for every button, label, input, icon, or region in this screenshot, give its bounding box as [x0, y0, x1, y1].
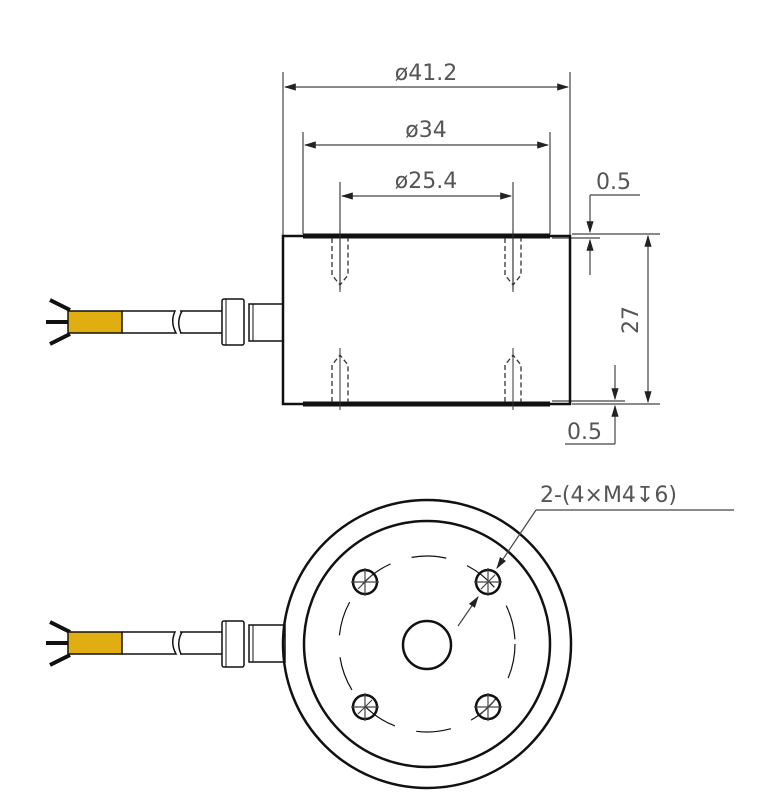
top-view: 2-(4×M4↧6) [46, 483, 734, 790]
dim-mid-diameter: ø34 [405, 118, 446, 143]
dim-bottom-gap: 0.5 [567, 420, 602, 445]
wire-ends-icon-2 [46, 620, 71, 667]
bolt-circle [338, 555, 516, 733]
sensor-body [281, 234, 572, 406]
cable-gland [248, 303, 284, 342]
callout-leader [496, 509, 537, 569]
dim-outer-diameter: ø41.2 [395, 61, 457, 86]
cable-nut [221, 298, 245, 346]
cable-nut-2 [221, 620, 245, 668]
hole-bl [351, 693, 379, 721]
cable-gland-2 [248, 624, 286, 663]
cable-sleeve-2 [67, 631, 123, 655]
mounting-holes [351, 568, 502, 721]
thread-callout: 2-(4×M4↧6) [540, 483, 677, 508]
side-view: ø41.2 ø34 ø25.4 27 0.5 0.5 [46, 61, 660, 445]
hole-br [474, 693, 502, 721]
hole-tl [351, 568, 379, 596]
dim-height: 27 [619, 306, 644, 334]
inner-ring [302, 519, 552, 769]
outer-ring [281, 498, 573, 790]
cable-side [46, 298, 284, 346]
dim-bolt-spacing: ø25.4 [395, 169, 457, 194]
hidden-threads [331, 238, 522, 402]
wire-ends-icon [46, 298, 71, 346]
hole-tr [474, 568, 502, 596]
cable-sleeve [67, 310, 123, 334]
cable-top [46, 620, 286, 668]
callout-leader-2 [457, 596, 479, 627]
thread-centerlines [339, 230, 514, 410]
dim-top-gap: 0.5 [596, 170, 631, 195]
center-hole [401, 619, 453, 671]
